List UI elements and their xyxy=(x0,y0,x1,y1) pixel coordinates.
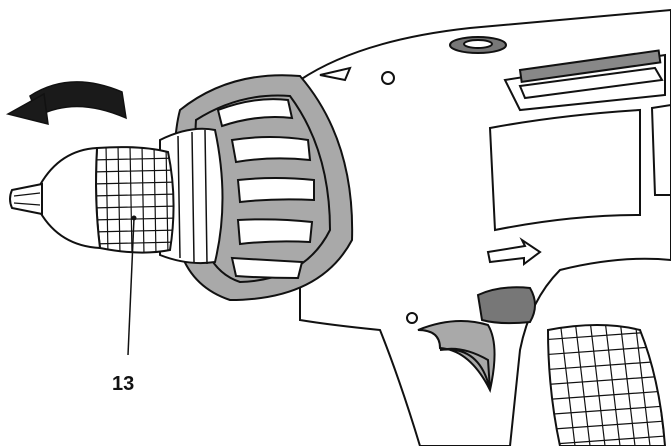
chuck-nose xyxy=(9,146,102,250)
trigger xyxy=(417,320,496,393)
rotation-arrow-icon xyxy=(5,81,127,125)
callout-label: 13 xyxy=(112,373,134,395)
chuck-sleeve xyxy=(95,146,175,254)
callout-13: 13 xyxy=(112,215,137,395)
handle-grip xyxy=(546,324,667,446)
drill-housing xyxy=(299,8,671,446)
chuck-body xyxy=(159,127,224,265)
direction-switch xyxy=(476,237,542,325)
